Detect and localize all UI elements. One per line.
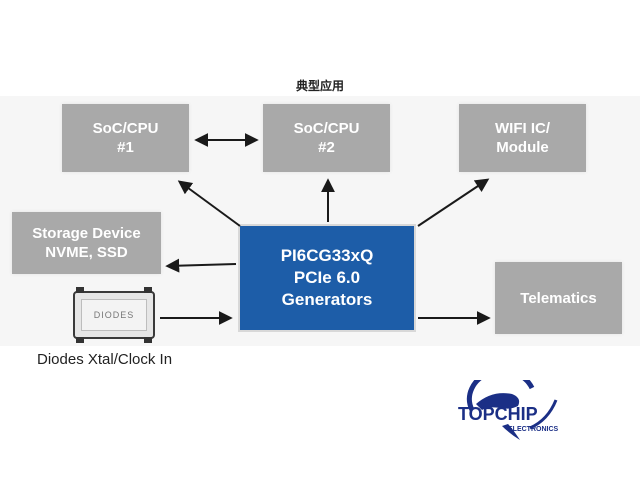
topchip-globe-icon	[466, 380, 558, 440]
logo-subtitle: ELECTRONICS	[508, 426, 559, 433]
crystal-label: Diodes Xtal/Clock In	[37, 351, 173, 368]
soc-cpu-1-line1: SoC/CPU	[92, 120, 159, 137]
crystal-oscillator-image: DIODES	[73, 291, 155, 339]
wifi-module-line1: WIFI IC/	[495, 120, 550, 137]
telematics-line1: Telematics	[520, 289, 597, 307]
soc-cpu-1-line2: #1	[117, 139, 134, 156]
arrow-to-soc1	[177, 180, 241, 227]
crystal-pad	[144, 287, 152, 293]
storage-device-box: Storage Device NVME, SSD	[12, 212, 161, 274]
arrow-to-storage	[165, 258, 237, 273]
crystal-pad	[76, 287, 84, 293]
soc-cpu-2-line1: SoC/CPU	[293, 120, 360, 137]
storage-device-line1: Storage Device	[32, 225, 141, 242]
crystal-pad	[76, 337, 84, 343]
center-line3: Generators	[281, 290, 373, 309]
telematics-box: Telematics	[495, 262, 622, 334]
pcie-generator-box: PI6CG33xQ PCIe 6.0 Generators	[238, 224, 416, 332]
center-line1: PI6CG33xQ	[280, 246, 374, 265]
arrow-to-wifi	[417, 178, 490, 227]
wifi-module-box: WIFI IC/ Module	[459, 104, 586, 172]
wifi-module-line2: Module	[496, 139, 549, 156]
center-line2: PCIe 6.0	[293, 268, 361, 287]
soc-cpu-1-box: SoC/CPU #1	[62, 104, 189, 172]
crystal-pad	[144, 337, 152, 343]
logo-wordmark: TOPCHIP	[458, 404, 538, 424]
storage-device-line2: NVME, SSD	[45, 244, 128, 261]
soc-cpu-2-box: SoC/CPU #2	[263, 104, 390, 172]
crystal-chip-marking: DIODES	[81, 299, 147, 331]
soc-cpu-2-line2: #2	[318, 139, 335, 156]
diagram-title: 典型应用	[295, 79, 344, 93]
